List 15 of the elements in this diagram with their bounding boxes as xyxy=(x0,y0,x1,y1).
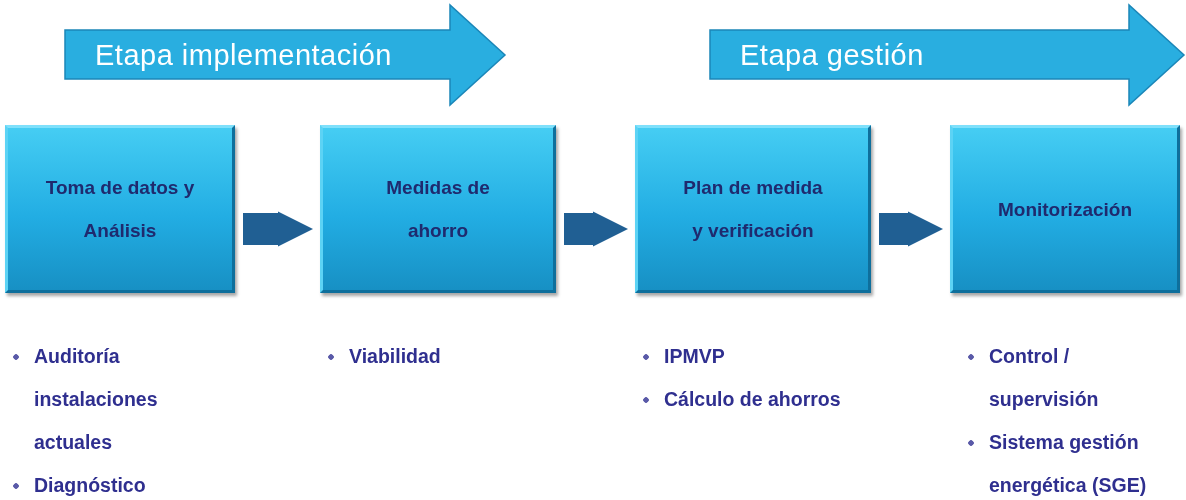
block-arrow xyxy=(710,5,1184,105)
step-title: Medidas de ahorro xyxy=(385,176,491,243)
process-box xyxy=(635,125,871,293)
step-title: Toma de datos y Análisis xyxy=(45,176,195,243)
stage-label: Etapa gestión xyxy=(740,37,924,73)
stage-label: Etapa implementación xyxy=(95,37,392,73)
process-box xyxy=(5,125,235,293)
step-title: Plan de medida y verificación xyxy=(682,176,824,243)
block-arrow xyxy=(65,5,505,105)
arrow xyxy=(879,211,944,247)
process-box xyxy=(950,125,1180,293)
arrow xyxy=(243,211,314,247)
process-box xyxy=(320,125,556,293)
arrow xyxy=(564,211,629,247)
step-title: Monitorización xyxy=(997,197,1133,222)
